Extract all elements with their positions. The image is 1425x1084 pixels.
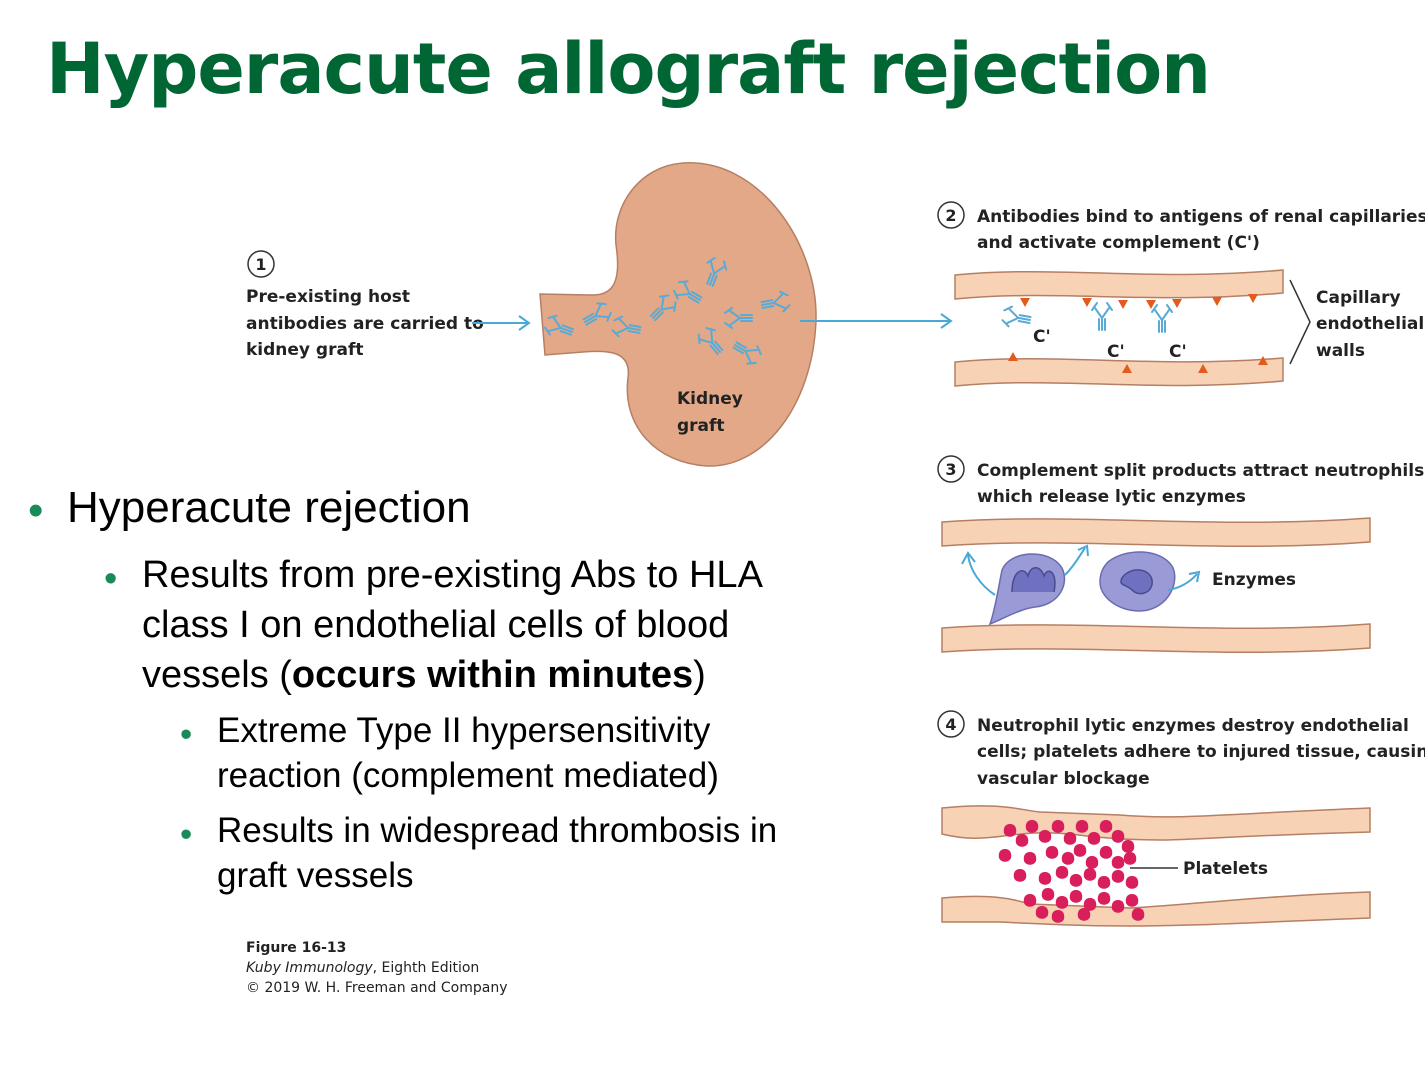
arrow-to-capillary xyxy=(800,313,953,329)
copyright: © 2019 W. H. Freeman and Company xyxy=(246,980,508,996)
neutrophil-2 xyxy=(1099,551,1176,612)
bullet-line: Extreme Type II hypersensitivity xyxy=(217,711,711,750)
step3-marker: 3 xyxy=(937,455,965,483)
book-edition: , Eighth Edition xyxy=(372,960,480,976)
blocked-vessel: Platelets xyxy=(941,805,1371,927)
bullet-marker-l1: • xyxy=(28,486,44,535)
neutrophil-1 xyxy=(988,553,1066,626)
bullet-marker-l3: • xyxy=(180,815,193,854)
bullet-line: class I on endothelial cells of blood xyxy=(142,604,730,646)
svg-text:3: 3 xyxy=(945,460,956,479)
bullet-line: graft vessels xyxy=(217,856,414,895)
svg-text:2: 2 xyxy=(945,206,956,225)
figure-caption: Figure 16-13 Kuby Immunology, Eighth Edi… xyxy=(246,938,508,998)
enzymes-label: Enzymes xyxy=(1212,570,1296,590)
bullet-marker-l2: • xyxy=(104,558,118,600)
kidney-graft: Kidney graft xyxy=(539,162,817,467)
step1-text: Pre-existing host antibodies are carried… xyxy=(246,287,490,360)
svg-text:C': C' xyxy=(1169,342,1187,362)
wall-label: Capillary endothelial walls xyxy=(1316,288,1425,361)
step4-marker: 4 xyxy=(937,710,965,738)
bullet-hyperacute-rejection: Hyperacute rejection xyxy=(67,483,471,532)
book-title: Kuby Immunology xyxy=(246,960,373,976)
platelets-label: Platelets xyxy=(1183,859,1268,879)
bullet-line: vessels (occurs within minutes) xyxy=(142,650,763,700)
wall-bracket xyxy=(1289,279,1311,365)
bullet-type-ii: Extreme Type II hypersensitivity reactio… xyxy=(217,708,719,798)
emphasis-occurs-within-minutes: occurs within minutes xyxy=(291,654,694,696)
text-run: ) xyxy=(693,654,706,696)
text-run: vessels ( xyxy=(142,654,292,696)
kidney-label: Kidney graft xyxy=(677,389,749,436)
svg-text:C': C' xyxy=(1033,327,1051,347)
step1-marker: 1 xyxy=(247,250,275,278)
bullet-line: Results from pre-existing Abs to HLA xyxy=(142,554,763,596)
step2-marker: 2 xyxy=(937,201,965,229)
bullet-marker-l3: • xyxy=(180,715,193,754)
bullet-thrombosis: Results in widespread thrombosis in graf… xyxy=(217,808,777,898)
bullet-line: reaction (complement mediated) xyxy=(217,756,719,795)
svg-text:1: 1 xyxy=(255,255,266,274)
arrow-to-kidney xyxy=(472,315,531,331)
slide-title: Hyperacute allograft rejection xyxy=(46,28,1211,110)
bullet-results-from: Results from pre-existing Abs to HLA cla… xyxy=(142,550,763,700)
svg-text:4: 4 xyxy=(945,715,956,734)
capillary-vessel: C' C' C' xyxy=(954,269,1284,387)
bullet-line: Results in widespread thrombosis in xyxy=(217,811,778,850)
book-line: Kuby Immunology, Eighth Edition xyxy=(246,958,508,978)
svg-text:C': C' xyxy=(1107,342,1125,362)
neutrophil-vessel: Enzymes xyxy=(941,517,1371,654)
figure-number: Figure 16-13 xyxy=(246,940,347,956)
step2-text: Antibodies bind to antigens of renal cap… xyxy=(977,207,1425,253)
step3-text: Complement split products attract neutro… xyxy=(977,461,1425,507)
step4-text: Neutrophil lytic enzymes destroy endothe… xyxy=(977,716,1425,789)
